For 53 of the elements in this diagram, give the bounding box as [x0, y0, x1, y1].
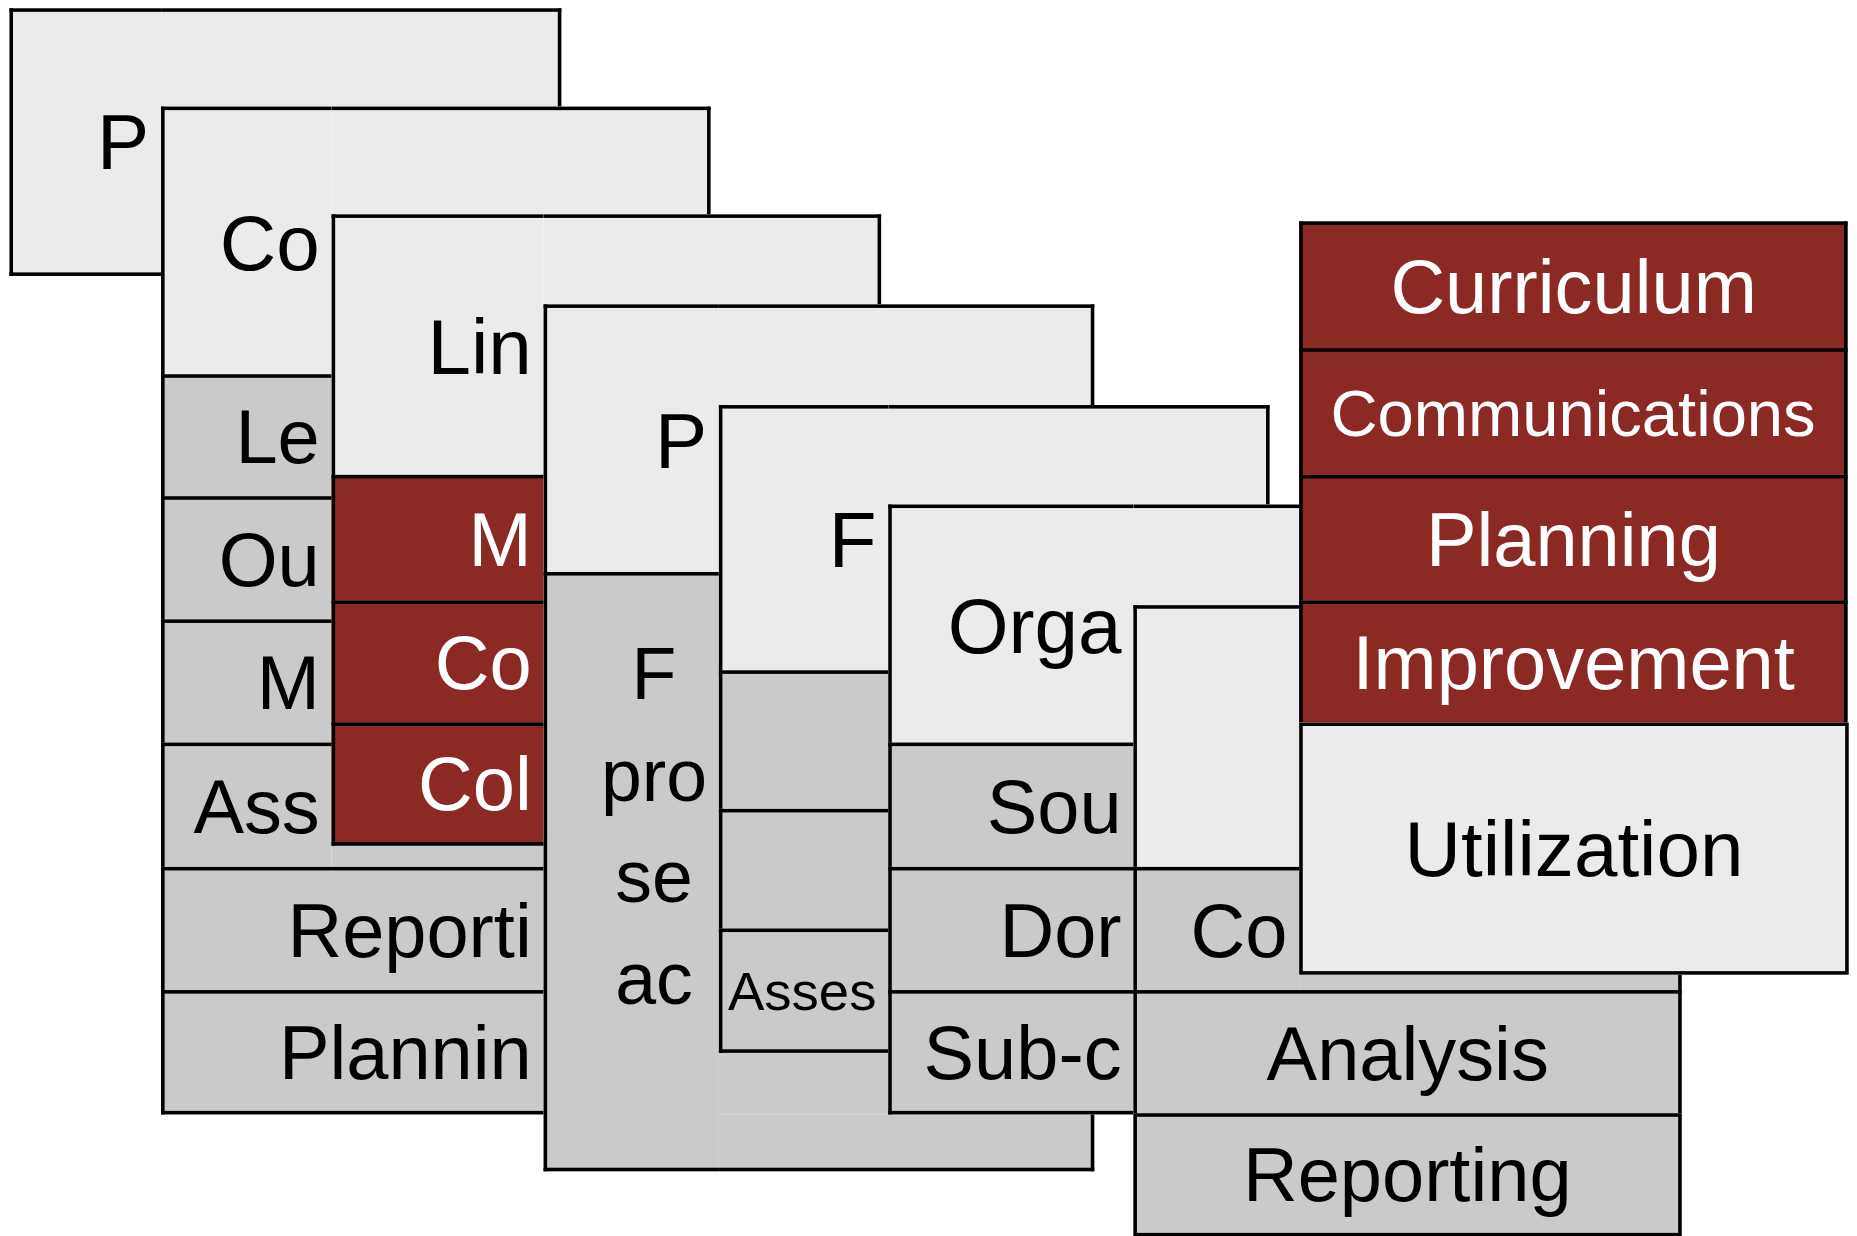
card-header — [331, 214, 544, 475]
card-label: M — [468, 501, 532, 578]
card-row — [161, 496, 332, 620]
card-label: Ass — [193, 768, 320, 845]
card-header — [1133, 605, 1300, 867]
card-header — [1299, 722, 1849, 975]
card-row — [718, 808, 889, 929]
card-label: Le — [235, 399, 320, 475]
card-row — [1133, 1113, 1682, 1236]
card-row — [1133, 990, 1682, 1114]
card-row — [161, 866, 544, 991]
card-label: Lin — [427, 307, 532, 386]
card-label: Utilization — [1404, 809, 1744, 888]
card-label: Communications — [1330, 380, 1816, 446]
card-label: Co — [434, 625, 532, 702]
card-row — [718, 928, 889, 1053]
card-label: Asses — [728, 963, 877, 1018]
highlighted-row — [331, 474, 544, 601]
card-label: P — [654, 400, 708, 480]
highlighted-row — [1299, 221, 1848, 349]
card-row — [1133, 866, 1300, 991]
card-row — [161, 742, 332, 867]
card-row — [888, 990, 1134, 1115]
card-label: P — [97, 103, 150, 182]
card-label: Sub-c — [923, 1014, 1122, 1091]
card-label: Co — [1190, 892, 1288, 969]
card-label: Ou — [218, 521, 320, 598]
card-header — [543, 304, 719, 572]
highlighted-row — [331, 600, 544, 723]
card-label: Plannin — [278, 1014, 532, 1091]
card-header — [161, 106, 332, 375]
card-label: Col — [418, 746, 532, 822]
card-label: Sou — [986, 768, 1122, 845]
card-row — [161, 990, 544, 1115]
card-label: Dor — [999, 892, 1122, 969]
card-header — [888, 504, 1134, 743]
card-header — [718, 405, 889, 671]
highlighted-row — [331, 722, 544, 846]
card-row — [161, 374, 332, 497]
card-row — [888, 866, 1134, 991]
card-row — [718, 670, 889, 809]
card-label: Curriculum — [1390, 248, 1757, 325]
card-row — [161, 619, 332, 743]
card-row — [543, 572, 719, 1172]
card-header — [9, 8, 162, 276]
card-row — [888, 742, 1134, 867]
highlighted-row — [1299, 474, 1848, 601]
card-label: F pro se ac — [600, 631, 708, 1022]
card-label: M — [256, 644, 320, 721]
card-label: F — [828, 500, 877, 579]
card-label: Co — [219, 203, 320, 282]
highlighted-row — [1299, 348, 1848, 475]
highlighted-row — [1299, 600, 1848, 723]
